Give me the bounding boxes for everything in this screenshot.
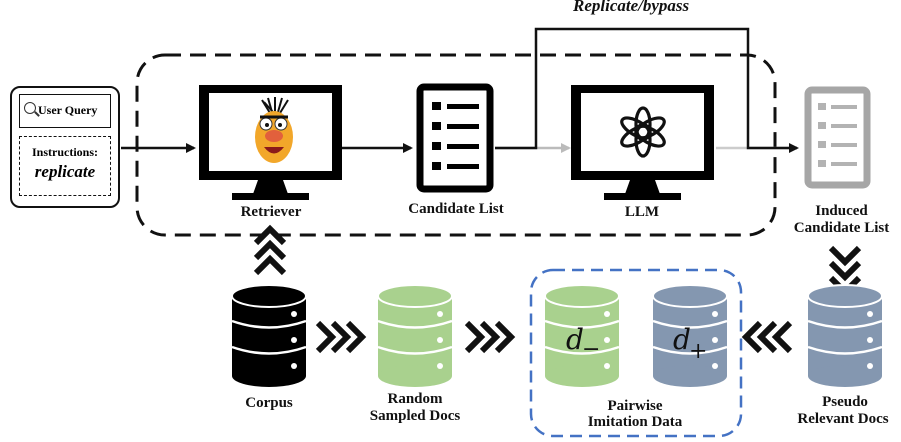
bert-face-icon <box>255 97 293 163</box>
pipeline-dashed-box <box>135 53 777 237</box>
bypass-path <box>495 27 799 153</box>
pseudo-label-line1: Pseudo <box>822 394 868 410</box>
d-plus-sub: + <box>689 339 707 364</box>
chevrons-pseudo-to-pairwise <box>741 320 793 354</box>
corpus-database-icon <box>231 284 307 387</box>
d-minus-sub: − <box>582 337 600 362</box>
d-plus-base: d <box>673 323 691 356</box>
instructions-box: Instructions: replicate <box>19 136 111 196</box>
d-minus-base: d <box>566 323 584 356</box>
chevrons-random-to-pairwise <box>464 320 516 354</box>
pairwise-label-line2: Imitation Data <box>587 414 683 430</box>
instructions-value: replicate <box>34 162 96 181</box>
llm-label: LLM <box>624 204 660 220</box>
query-panel: User Query Instructions: replicate <box>10 86 120 208</box>
induced-label-line2: Candidate List <box>793 220 890 236</box>
candidate-list-label: Candidate List <box>408 201 504 217</box>
induced-label-line1: Induced <box>815 203 868 219</box>
chevrons-corpus-to-retriever <box>253 224 287 276</box>
openai-logo-icon <box>620 106 666 158</box>
retriever-label: Retriever <box>240 204 302 220</box>
user-query-label: User Query <box>38 103 98 117</box>
random-label-line2: Sampled Docs <box>369 408 461 424</box>
bypass-label: Replicate/bypass <box>573 0 690 15</box>
search-icon <box>24 102 36 114</box>
random-label-line1: Random <box>387 391 443 407</box>
instructions-label: Instructions: <box>31 145 98 159</box>
llm-monitor-icon <box>571 85 714 200</box>
user-query-box: User Query <box>19 94 111 128</box>
pairwise-label-line1: Pairwise <box>607 398 663 414</box>
negative-database-icon <box>544 284 620 387</box>
induced-list-icon <box>804 86 871 189</box>
pseudo-database-icon <box>807 284 883 387</box>
retriever-monitor-icon <box>199 85 342 200</box>
candidate-list-icon <box>416 83 494 193</box>
pseudo-label-line2: Relevant Docs <box>797 411 889 427</box>
chevrons-corpus-to-random <box>315 320 367 354</box>
random-database-icon <box>377 284 453 387</box>
pairwise-dashed-box <box>529 268 743 438</box>
positive-database-icon <box>652 284 728 387</box>
corpus-label: Corpus <box>245 395 293 411</box>
